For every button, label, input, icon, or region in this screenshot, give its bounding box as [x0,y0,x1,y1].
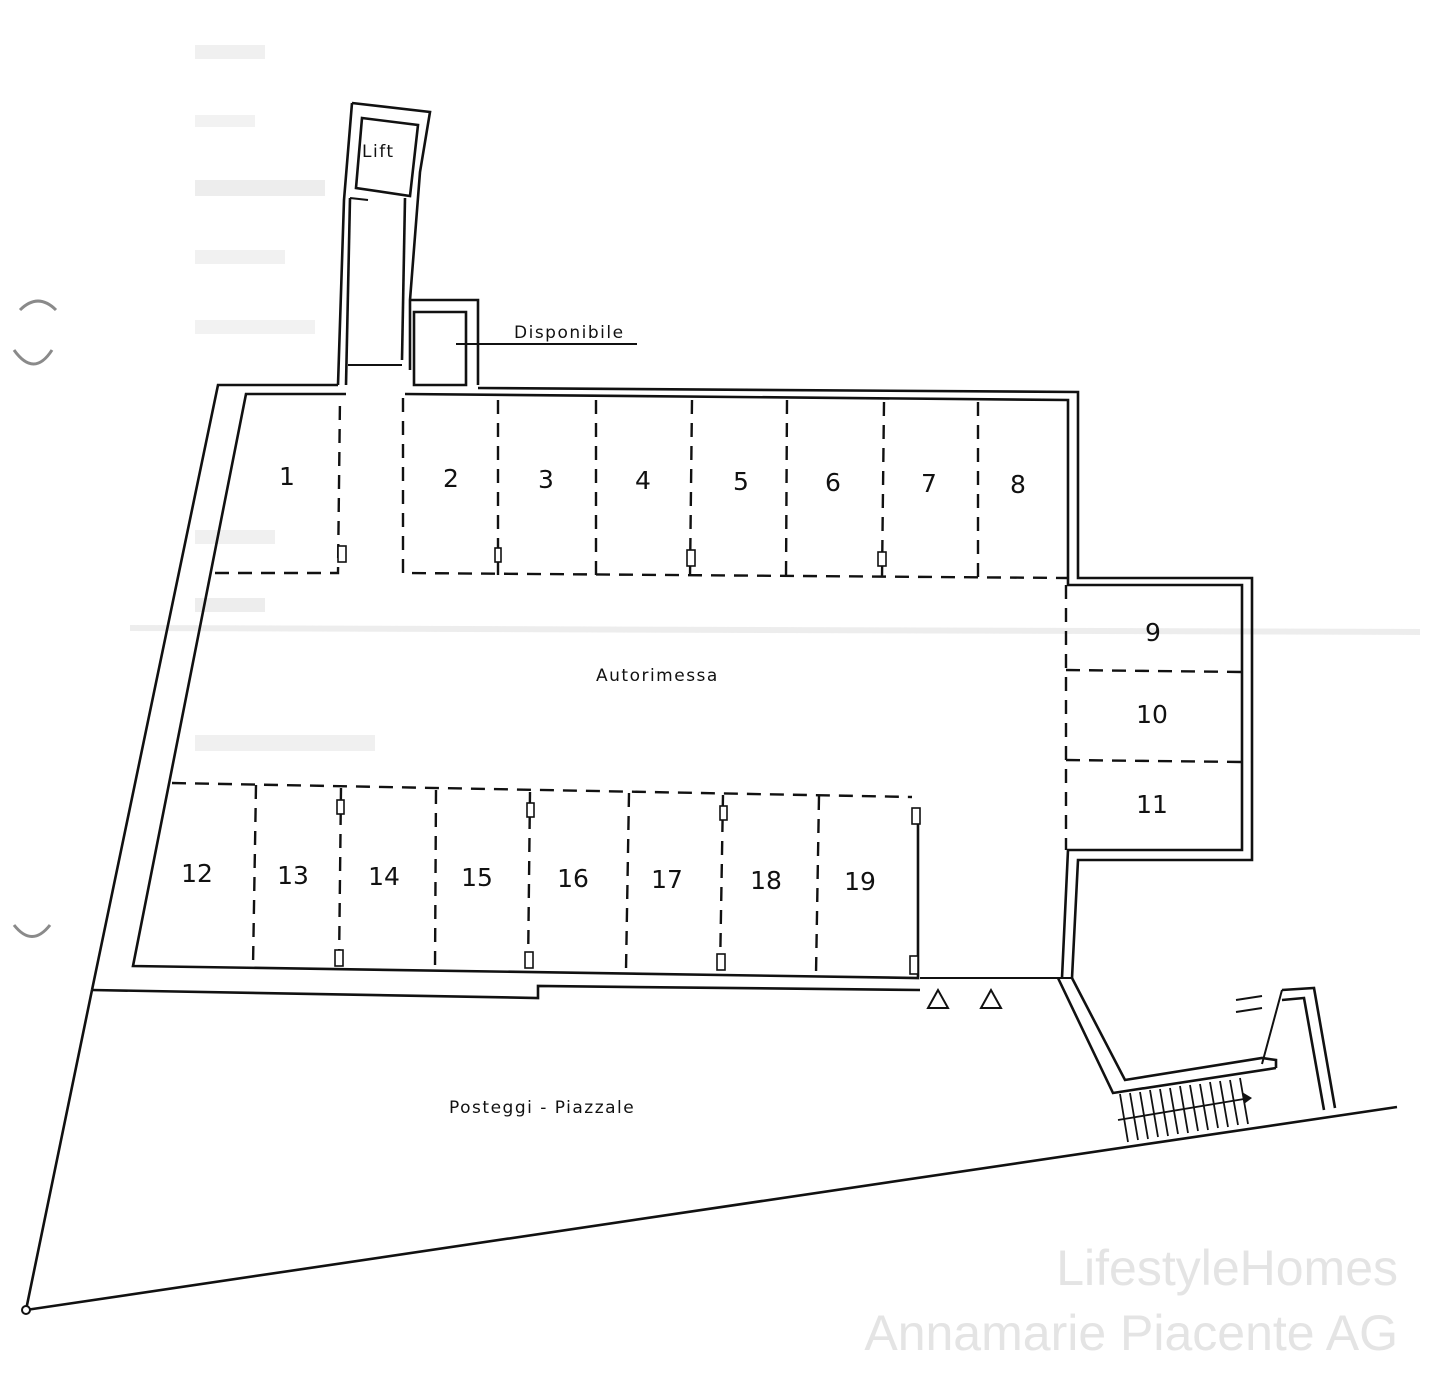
parking-space-19: 19 [844,867,876,896]
parking-space-3: 3 [538,465,554,494]
parking-space-4: 4 [635,466,651,495]
parking-space-13: 13 [277,861,309,890]
room-labels: Lift Disponibile Autorimessa Posteggi - … [362,142,719,1118]
watermark-company: Annamarie Piacente AG [864,1305,1398,1361]
parking-space-7: 7 [921,469,937,498]
parking-space-18: 18 [750,866,782,895]
parking-space-17: 17 [651,865,683,894]
top-row-dividers [215,397,1069,850]
parking-space-numbers: 1 2 3 4 5 6 7 8 9 10 11 12 13 14 15 16 1… [181,462,1168,896]
garage-walls [90,383,1254,1000]
parking-space-10: 10 [1136,700,1168,729]
entrance-triangle-icon [926,987,950,1009]
stair-arrow-icon [1242,1092,1252,1104]
parking-space-9: 9 [1145,618,1161,647]
parking-space-16: 16 [557,864,589,893]
entrance-markers [926,987,1003,1009]
lift-label: Lift [362,142,395,162]
parking-space-12: 12 [181,859,213,888]
staircase [1056,977,1337,1143]
parking-space-5: 5 [733,467,749,496]
parking-space-2: 2 [443,464,459,493]
site-boundary [21,989,1398,1315]
punch-holes [12,299,58,938]
parking-space-8: 8 [1010,470,1026,499]
outdoor-parking-label: Posteggi - Piazzale [449,1098,635,1118]
lift-shaft [336,101,432,386]
available-room [410,298,637,387]
parking-space-6: 6 [825,468,841,497]
bleed-through-marks [129,45,1421,751]
entrance-triangle-icon [979,987,1003,1009]
garage-label: Autorimessa [596,666,719,686]
right-block-dividers [1065,668,1243,764]
parking-space-15: 15 [461,863,493,892]
watermark-brand: LifestyleHomes [1056,1240,1398,1296]
parking-space-11: 11 [1136,790,1168,819]
available-label: Disponibile [514,323,625,343]
bottom-row-dividers [171,781,921,975]
parking-space-14: 14 [368,862,400,891]
parking-space-1: 1 [279,462,295,491]
